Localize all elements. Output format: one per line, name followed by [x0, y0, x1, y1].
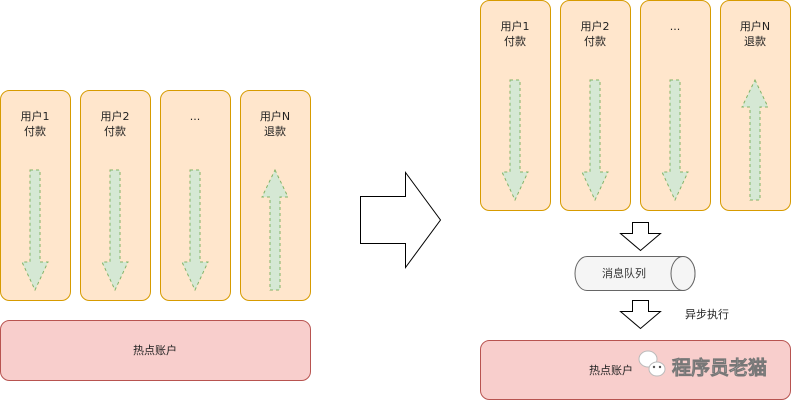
user-action-label: 付款 [24, 124, 46, 138]
hot-account-after-label: 热点账户 [589, 363, 633, 377]
user-action-label: 退款 [264, 124, 286, 138]
user-label: ... [190, 110, 201, 123]
transition-arrow [360, 170, 442, 270]
hot-account-before-label: 热点账户 [133, 343, 177, 357]
async-label: 异步执行 [685, 307, 729, 321]
user-action-label: 付款 [104, 124, 126, 138]
arrow-down-icon [181, 169, 209, 292]
down-block-arrow-2 [619, 300, 662, 330]
user-label: 用户N [260, 109, 290, 123]
arrow-down-icon [101, 169, 129, 292]
arrow-down-icon [21, 169, 49, 292]
user-label: ... [670, 20, 681, 33]
watermark-text: 程序员老猫 [672, 356, 767, 379]
user-action-label: 付款 [504, 34, 526, 48]
down-block-arrow-1 [619, 222, 662, 252]
user-box: ... [640, 0, 711, 211]
arrow-down-icon [501, 79, 529, 202]
user-label: 用户2 [581, 19, 610, 33]
user-box: ... [160, 90, 231, 301]
user-label: 用户1 [21, 109, 50, 123]
arrow-down-icon [661, 79, 689, 202]
user-label: 用户1 [501, 19, 530, 33]
arrow-up-icon [261, 168, 289, 291]
user-label: 用户2 [101, 109, 130, 123]
hot-account-before [0, 320, 311, 381]
user-action-label: 付款 [584, 34, 606, 48]
user-label: 用户N [740, 19, 770, 33]
arrow-up-icon [741, 78, 769, 201]
wechat-icon [638, 350, 666, 377]
message-queue-label: 消息队列 [602, 266, 646, 280]
user-action-label: 退款 [744, 34, 766, 48]
arrow-down-icon [581, 79, 609, 202]
message-queue: 消息队列 [574, 256, 696, 291]
